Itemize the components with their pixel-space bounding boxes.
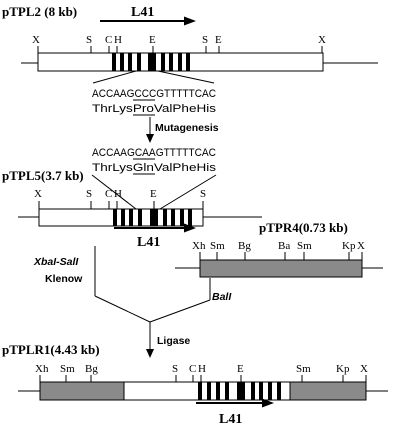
ptpl5-zoom-right	[159, 174, 217, 210]
ptpl2-site-x-left: X	[32, 34, 40, 46]
ptpl5-l41-arrowhead	[184, 223, 196, 233]
xbai-sali-label: XbaI-SalI	[33, 256, 79, 268]
ptpl5-zoom-left	[91, 174, 137, 210]
ptpr4-site-sm1: Sm	[210, 240, 225, 252]
ptplr1-site-h: H	[198, 363, 206, 375]
ptplr1-site-sm1: Sm	[60, 363, 75, 375]
mutagenesis-arrowhead	[146, 134, 154, 143]
ptplr1-site-x: X	[360, 363, 368, 375]
ptpl2-gene-label: L41	[131, 5, 154, 20]
ptplr1-l41-arrowhead	[262, 398, 274, 408]
original-dna-sequence: ACCAAGCCCGTTTTTCAC	[92, 88, 216, 100]
ptpl5-site-c: C	[105, 188, 112, 200]
ptpl2-site-c: C	[105, 34, 112, 46]
ptpr4-site-ba: Ba	[278, 240, 290, 252]
left-join-line	[94, 295, 151, 323]
ptpr4-label: pTPR4(0.73 kb)	[259, 220, 348, 235]
klenow-label: Klenow	[45, 273, 83, 285]
ptplr1-tpr4-right-segment	[289, 381, 367, 401]
ptpl2-site-s2: S	[202, 34, 208, 46]
ptpl2-zoom-left	[92, 70, 137, 84]
ptpl2-label: pTPL2 (8 kb)	[2, 4, 77, 19]
ptplr1-site-e: E	[237, 363, 244, 375]
ptpr4-site-ticks	[199, 252, 363, 260]
ligation-steps: XbaI-SalI Klenow BalI Ligase	[33, 246, 232, 358]
ptpl2-exons	[112, 53, 190, 71]
ptpr4-site-x: X	[357, 240, 365, 252]
ptpl5-site-h: H	[114, 188, 122, 200]
ptpl2-zoom-right	[157, 70, 215, 84]
ptplr1-construct: pTPLR1(4.43 kb) Xh Sm Bg S C H E Sm Kp X	[2, 342, 388, 427]
ptpl5-site-s2: S	[200, 188, 206, 200]
ptplr1-site-bg: Bg	[85, 363, 98, 375]
mutant-protein-sequence: ThrLysGlnValPheHis	[92, 162, 217, 174]
original-protein-sequence: ThrLysProValPheHis	[92, 103, 217, 115]
sequence-block: ACCAAGCCCGTTTTTCAC ThrLysProValPheHis Mu…	[91, 88, 219, 210]
ptplr1-site-sm2: Sm	[296, 363, 311, 375]
ptpr4-site-bg: Bg	[238, 240, 251, 252]
ptplr1-site-kp: Kp	[336, 363, 350, 375]
mutagenesis-label: Mutagenesis	[155, 122, 219, 134]
ptplr1-site-s: S	[172, 363, 178, 375]
ptpl5-gene-label: L41	[137, 235, 160, 250]
ptplr1-site-xh: Xh	[35, 363, 49, 375]
ptplr1-site-c: C	[189, 363, 196, 375]
ptpl2-construct: pTPL2 (8 kb) L41 X S C H E S E X	[2, 4, 378, 84]
ptpl5-site-s1: S	[86, 188, 92, 200]
ptpl2-site-ticks	[37, 46, 323, 53]
ptpl2-site-e2: E	[215, 34, 222, 46]
ptplr1-gene-label: L41	[219, 412, 242, 427]
ptpr4-site-sm2: Sm	[297, 240, 312, 252]
ptpl2-site-x-right: X	[318, 34, 326, 46]
ptpl5-label: pTPL5(3.7 kb)	[2, 168, 84, 183]
ligase-arrowhead	[146, 349, 154, 358]
ptplr1-tpr4-left-segment	[39, 381, 125, 401]
ptplr1-exons	[198, 382, 281, 400]
ptpl2-site-e1: E	[149, 34, 156, 46]
bal-label: BalI	[212, 291, 232, 303]
ptpl5-site-e: E	[150, 188, 157, 200]
mutant-dna-sequence: ACCAAGCAAGTTTTTCAC	[92, 147, 216, 159]
ligase-label: Ligase	[157, 335, 190, 347]
ptpr4-construct: pTPR4(0.73 kb) Xh Sm Bg Ba Sm Kp X	[175, 220, 383, 278]
ptpr4-site-xh: Xh	[192, 240, 206, 252]
ptpl5-site-x: X	[34, 188, 42, 200]
ptpl5-site-ticks	[38, 201, 204, 209]
ptpr4-insert	[199, 259, 363, 278]
ptpl2-site-s1: S	[86, 34, 92, 46]
ptpl5-exons	[113, 209, 192, 226]
ptpl2-l41-arrowhead	[184, 16, 196, 26]
right-join-line	[149, 299, 211, 323]
ptpr4-site-kp: Kp	[342, 240, 356, 252]
ptplr1-label: pTPLR1(4.43 kb)	[2, 342, 100, 357]
ptpl5-construct: pTPL5(3.7 kb) X S C H E S	[2, 168, 262, 250]
ptpl2-site-h: H	[114, 34, 122, 46]
ptplr1-site-ticks	[39, 375, 367, 382]
